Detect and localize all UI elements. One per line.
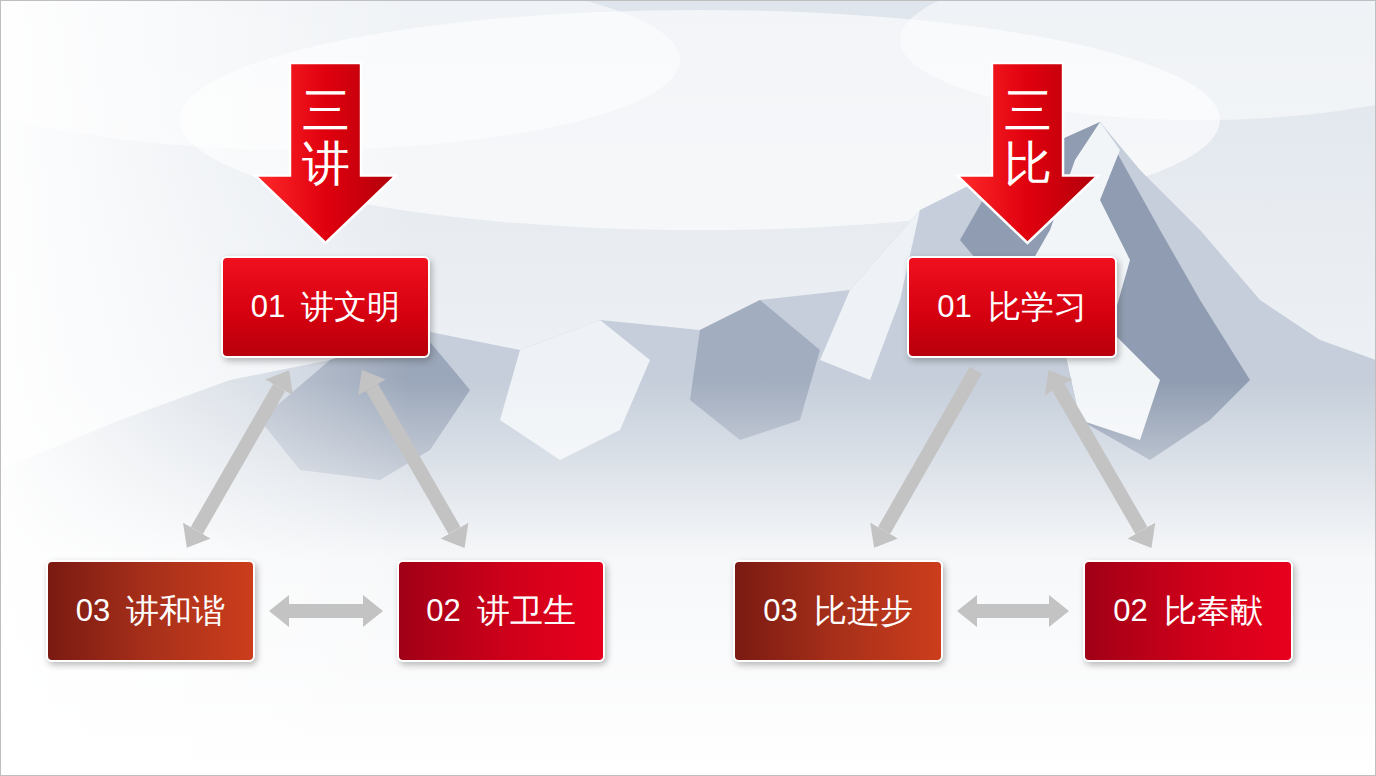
item-number: 03 [763,593,797,629]
double-arrow [289,604,363,618]
item-label: 讲文明 [301,285,400,330]
process-box: 02 讲卫生 [397,560,605,662]
arrow-banner: 三比 [955,62,1100,245]
vertical-heading: 三比 [1004,84,1052,190]
double-arrow [372,387,455,530]
item-number: 02 [1113,593,1147,629]
process-box: 03 比进步 [733,560,943,662]
item-label: 讲和谐 [126,589,225,634]
arrow-outline [255,63,396,243]
item-label: 比奉献 [1164,589,1263,634]
double-arrow [197,387,279,530]
process-box: 03 讲和谐 [46,560,255,662]
item-number: 01 [937,289,971,325]
vertical-heading: 三讲 [302,84,350,190]
item-number: 03 [76,593,110,629]
item-label: 讲卫生 [477,589,576,634]
double-arrow [884,370,976,530]
item-label: 比进步 [814,589,913,634]
arrow-banner: 三讲 [253,62,398,245]
item-number: 01 [251,289,285,325]
process-box: 01 比学习 [907,256,1117,358]
double-arrow [1059,387,1142,530]
process-box: 01 讲文明 [221,256,430,358]
arrow-outline [957,63,1098,243]
double-arrow [977,604,1049,618]
item-number: 02 [426,593,460,629]
item-label: 比学习 [988,285,1087,330]
process-box: 02 比奉献 [1083,560,1293,662]
